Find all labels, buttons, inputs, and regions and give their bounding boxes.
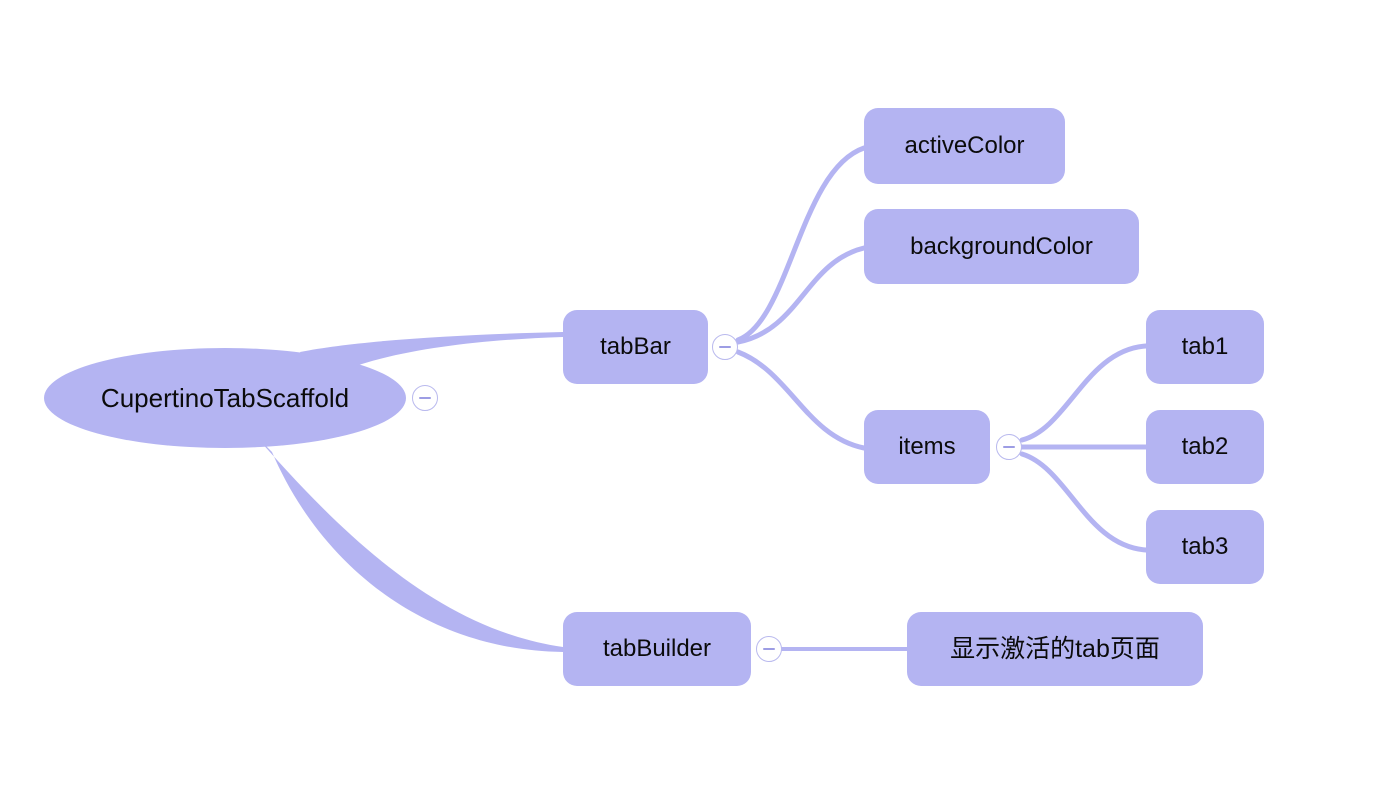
node-activetab[interactable]: 显示激活的tab页面	[907, 612, 1203, 686]
edge-tabbar-activecolor	[735, 145, 867, 343]
edge-tabbar-backgroundcolor	[735, 245, 867, 345]
toggle-items[interactable]	[996, 434, 1022, 460]
node-tabbuilder[interactable]: tabBuilder	[563, 612, 751, 686]
node-tab3[interactable]: tab3	[1146, 510, 1264, 584]
node-tab2[interactable]: tab2	[1146, 410, 1264, 484]
node-root-label: CupertinoTabScaffold	[100, 383, 350, 413]
node-tab1[interactable]: tab1	[1146, 310, 1264, 384]
toggle-root[interactable]	[412, 385, 438, 411]
node-activetab-label: 显示激活的tab页面	[950, 634, 1160, 663]
node-root[interactable]: CupertinoTabScaffold	[44, 348, 406, 448]
toggle-tabbuilder[interactable]	[756, 636, 782, 662]
node-items-label: items	[898, 433, 956, 460]
node-activecolor-label: activeColor	[904, 132, 1025, 159]
node-items[interactable]: items	[864, 410, 990, 484]
edge-items-tab1	[1019, 343, 1149, 443]
node-tab3-label: tab3	[1181, 533, 1229, 560]
minus-icon	[1003, 446, 1015, 448]
node-activecolor[interactable]: activeColor	[864, 108, 1065, 184]
node-backgroundcolor[interactable]: backgroundColor	[864, 209, 1139, 284]
minus-icon	[419, 397, 431, 399]
edge-tabbar-items	[735, 349, 867, 451]
toggle-tabbar[interactable]	[712, 334, 738, 360]
edge-items-tab3	[1019, 451, 1149, 553]
edge-root-tabbuilder	[252, 432, 563, 652]
node-tabbar-label: tabBar	[600, 333, 671, 360]
node-tabbuilder-label: tabBuilder	[602, 635, 712, 662]
minus-icon	[763, 648, 775, 650]
node-tab2-label: tab2	[1181, 433, 1229, 460]
node-tab1-label: tab1	[1181, 333, 1229, 360]
node-tabbar[interactable]: tabBar	[563, 310, 708, 384]
minus-icon	[719, 346, 731, 348]
node-backgroundcolor-label: backgroundColor	[910, 232, 1093, 260]
